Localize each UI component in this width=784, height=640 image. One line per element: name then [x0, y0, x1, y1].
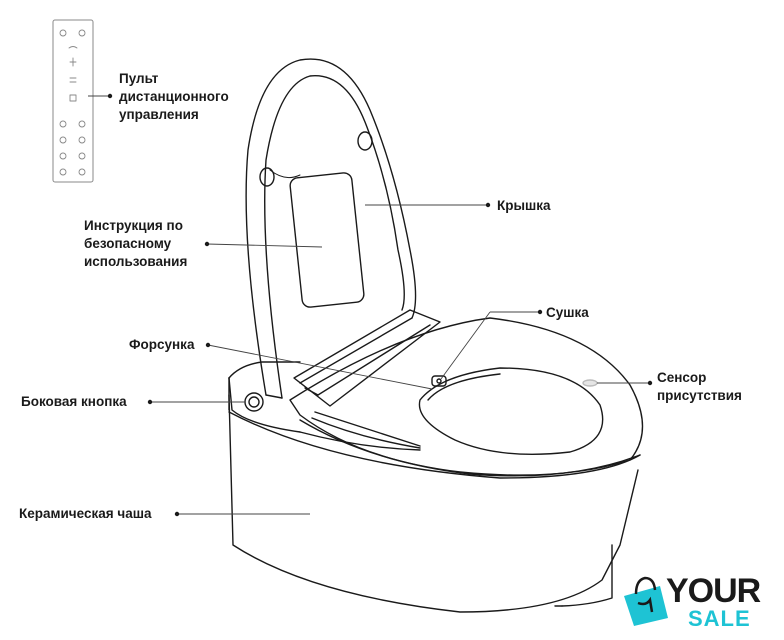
- sensor-label: Сенсор присутствия: [657, 369, 742, 405]
- side-button: [244, 392, 264, 412]
- sensor-label-line-2: присутствия: [657, 388, 742, 403]
- logo-bag-icon: [624, 576, 668, 626]
- seat: [289, 317, 644, 477]
- presence-sensor: [582, 379, 598, 387]
- dryer-leader: [440, 311, 491, 380]
- instruction-label: Инструкция по безопасному использования: [84, 217, 187, 271]
- nozzle-label: Форсунка: [129, 337, 195, 352]
- side-button-label: Боковая кнопка: [21, 394, 127, 409]
- remote-control: [52, 19, 94, 183]
- lid: [245, 58, 417, 399]
- instruction-label-line-3: использования: [84, 254, 188, 269]
- nozzle-leader: [207, 344, 433, 390]
- instruction-label-line-2: безопасному: [84, 236, 172, 251]
- lid-label: Крышка: [497, 198, 551, 213]
- bowl-label: Керамическая чаша: [19, 506, 152, 521]
- dryer: [431, 375, 447, 387]
- remote-label: Пульт дистанционного управления: [119, 70, 229, 124]
- remote-label-line-2: дистанционного: [119, 89, 229, 104]
- logo-word-sale: SALE: [688, 606, 751, 631]
- nozzle-panel: [293, 309, 441, 407]
- remote-label-line-3: управления: [119, 107, 199, 122]
- instruction-leader: [206, 243, 323, 248]
- housing: [228, 361, 421, 451]
- ceramic-bowl: [228, 377, 641, 613]
- logo-word-your: YOUR: [666, 572, 761, 610]
- sensor-label-line-1: Сенсор: [657, 370, 707, 385]
- instruction-label-line-1: Инструкция по: [84, 218, 183, 233]
- remote-label-line-1: Пульт: [119, 71, 159, 86]
- dryer-label: Сушка: [546, 305, 589, 320]
